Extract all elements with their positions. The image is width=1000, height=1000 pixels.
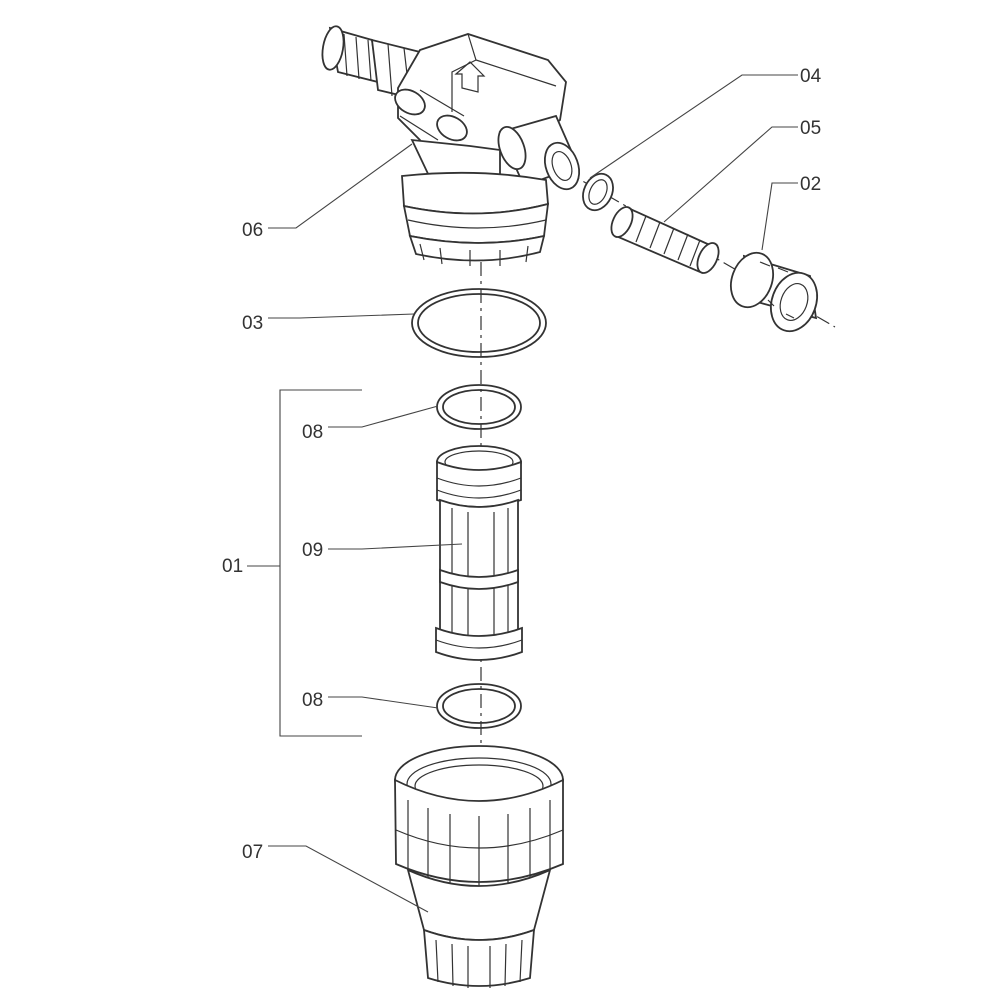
label-02: 02 [800, 174, 821, 195]
hose-nipple-05 [610, 206, 720, 274]
label-01: 01 [222, 556, 243, 577]
leader-04 [589, 74, 798, 179]
leader-lines [268, 74, 798, 913]
label-07: 07 [242, 842, 263, 863]
label-05: 05 [800, 118, 821, 139]
filter-cartridge-09 [435, 445, 523, 661]
group-bracket-01 [247, 389, 362, 737]
leader-05 [663, 126, 798, 223]
filter-bowl-07 [394, 745, 564, 988]
leader-06 [268, 143, 413, 229]
o-ring-03 [411, 288, 547, 358]
label-09: 09 [302, 540, 323, 561]
leader-09 [328, 543, 463, 550]
leader-02 [761, 182, 798, 251]
leader-08-lower [328, 696, 439, 709]
filter-head-06 [321, 25, 581, 266]
o-ring-08-lower [436, 683, 522, 729]
o-ring-04 [582, 172, 614, 212]
leader-03 [268, 313, 415, 319]
label-08-lower: 08 [302, 690, 323, 711]
o-ring-08-upper [436, 384, 522, 430]
label-06: 06 [242, 220, 263, 241]
leader-07 [268, 845, 429, 913]
union-nut-02 [730, 251, 818, 333]
leader-08-upper [328, 405, 439, 428]
label-04: 04 [800, 66, 822, 87]
label-08-upper: 08 [302, 422, 323, 443]
label-03: 03 [242, 313, 263, 334]
